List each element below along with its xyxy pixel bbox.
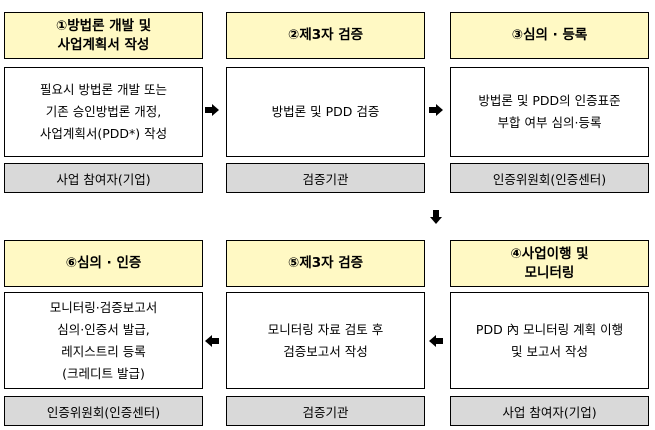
left-arrow-icon <box>428 335 444 347</box>
step-1-body: 필요시 방법론 개발 또는 기존 승인방법론 개정, 사업계획서(PDD*) 작… <box>4 67 203 157</box>
down-arrow-icon <box>430 210 442 224</box>
right-arrow-icon <box>204 104 220 116</box>
step-4-header: ④사업이행 및 모니터링 <box>450 240 649 287</box>
step-4-body: PDD 內 모니터링 계획 이행 및 보고서 작성 <box>450 292 649 389</box>
right-arrow-icon <box>428 104 444 116</box>
step-3-body: 방법론 및 PDD의 인증표준 부합 여부 심의·등록 <box>450 67 649 157</box>
left-arrow-icon <box>204 335 220 347</box>
step-3-header: ③심의 · 등록 <box>450 12 649 59</box>
step-2-header: ②제3자 검증 <box>226 12 425 59</box>
step-6-header: ⑥심의 · 인증 <box>4 240 203 287</box>
step-5-body: 모니터링 자료 검토 후 검증보고서 작성 <box>226 292 425 389</box>
step-5-header: ⑤제3자 검증 <box>226 240 425 287</box>
step-3-footer: 인증위원회(인증센터) <box>450 163 649 193</box>
step-1-header: ①방법론 개발 및 사업계획서 작성 <box>4 12 203 59</box>
step-2-footer: 검증기관 <box>226 163 425 193</box>
step-6-body: 모니터링·검증보고서 심의·인증서 발급, 레지스트리 등록 (크레디트 발급) <box>4 292 203 389</box>
step-5-footer: 검증기관 <box>226 396 425 426</box>
step-4-footer: 사업 참여자(기업) <box>450 396 649 426</box>
step-2-body: 방법론 및 PDD 검증 <box>226 67 425 157</box>
step-6-footer: 인증위원회(인증센터) <box>4 396 203 426</box>
step-1-footer: 사업 참여자(기업) <box>4 163 203 193</box>
